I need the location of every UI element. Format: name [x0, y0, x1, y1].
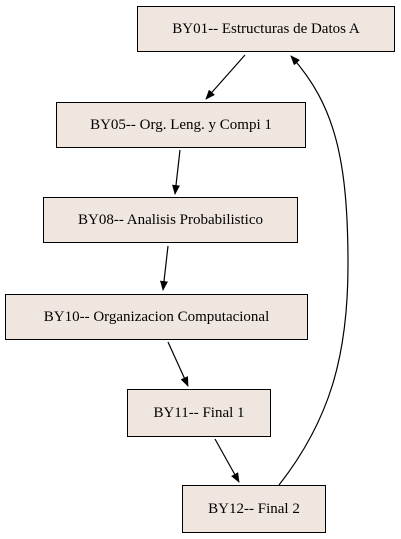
- node-by05-label: BY05-- Org. Leng. y Compi 1: [90, 116, 272, 133]
- edge-by10-by11: [167, 341, 189, 387]
- edge-by05-by08: [172, 149, 181, 195]
- edge-by11-by12: [214, 438, 240, 483]
- edge-by01-by05: [205, 54, 246, 100]
- node-by12-label: BY12-- Final 2: [208, 500, 300, 517]
- node-by11: BY11-- Final 1: [127, 389, 271, 437]
- node-by12: BY12-- Final 2: [182, 485, 326, 533]
- node-by08: BY08-- Analisis Probabilistico: [43, 197, 298, 243]
- node-by10: BY10-- Organizacion Computacional: [5, 294, 308, 340]
- node-by10-label: BY10-- Organizacion Computacional: [43, 308, 270, 325]
- node-by01: BY01-- Estructuras de Datos A: [137, 6, 395, 52]
- node-by01-label: BY01-- Estructuras de Datos A: [172, 20, 360, 37]
- node-by11-label: BY11-- Final 1: [153, 404, 245, 421]
- node-by08-label: BY08-- Analisis Probabilistico: [78, 211, 263, 228]
- node-by05: BY05-- Org. Leng. y Compi 1: [56, 102, 306, 148]
- edge-by12-by01: [278, 55, 349, 486]
- edge-by08-by10: [160, 245, 169, 291]
